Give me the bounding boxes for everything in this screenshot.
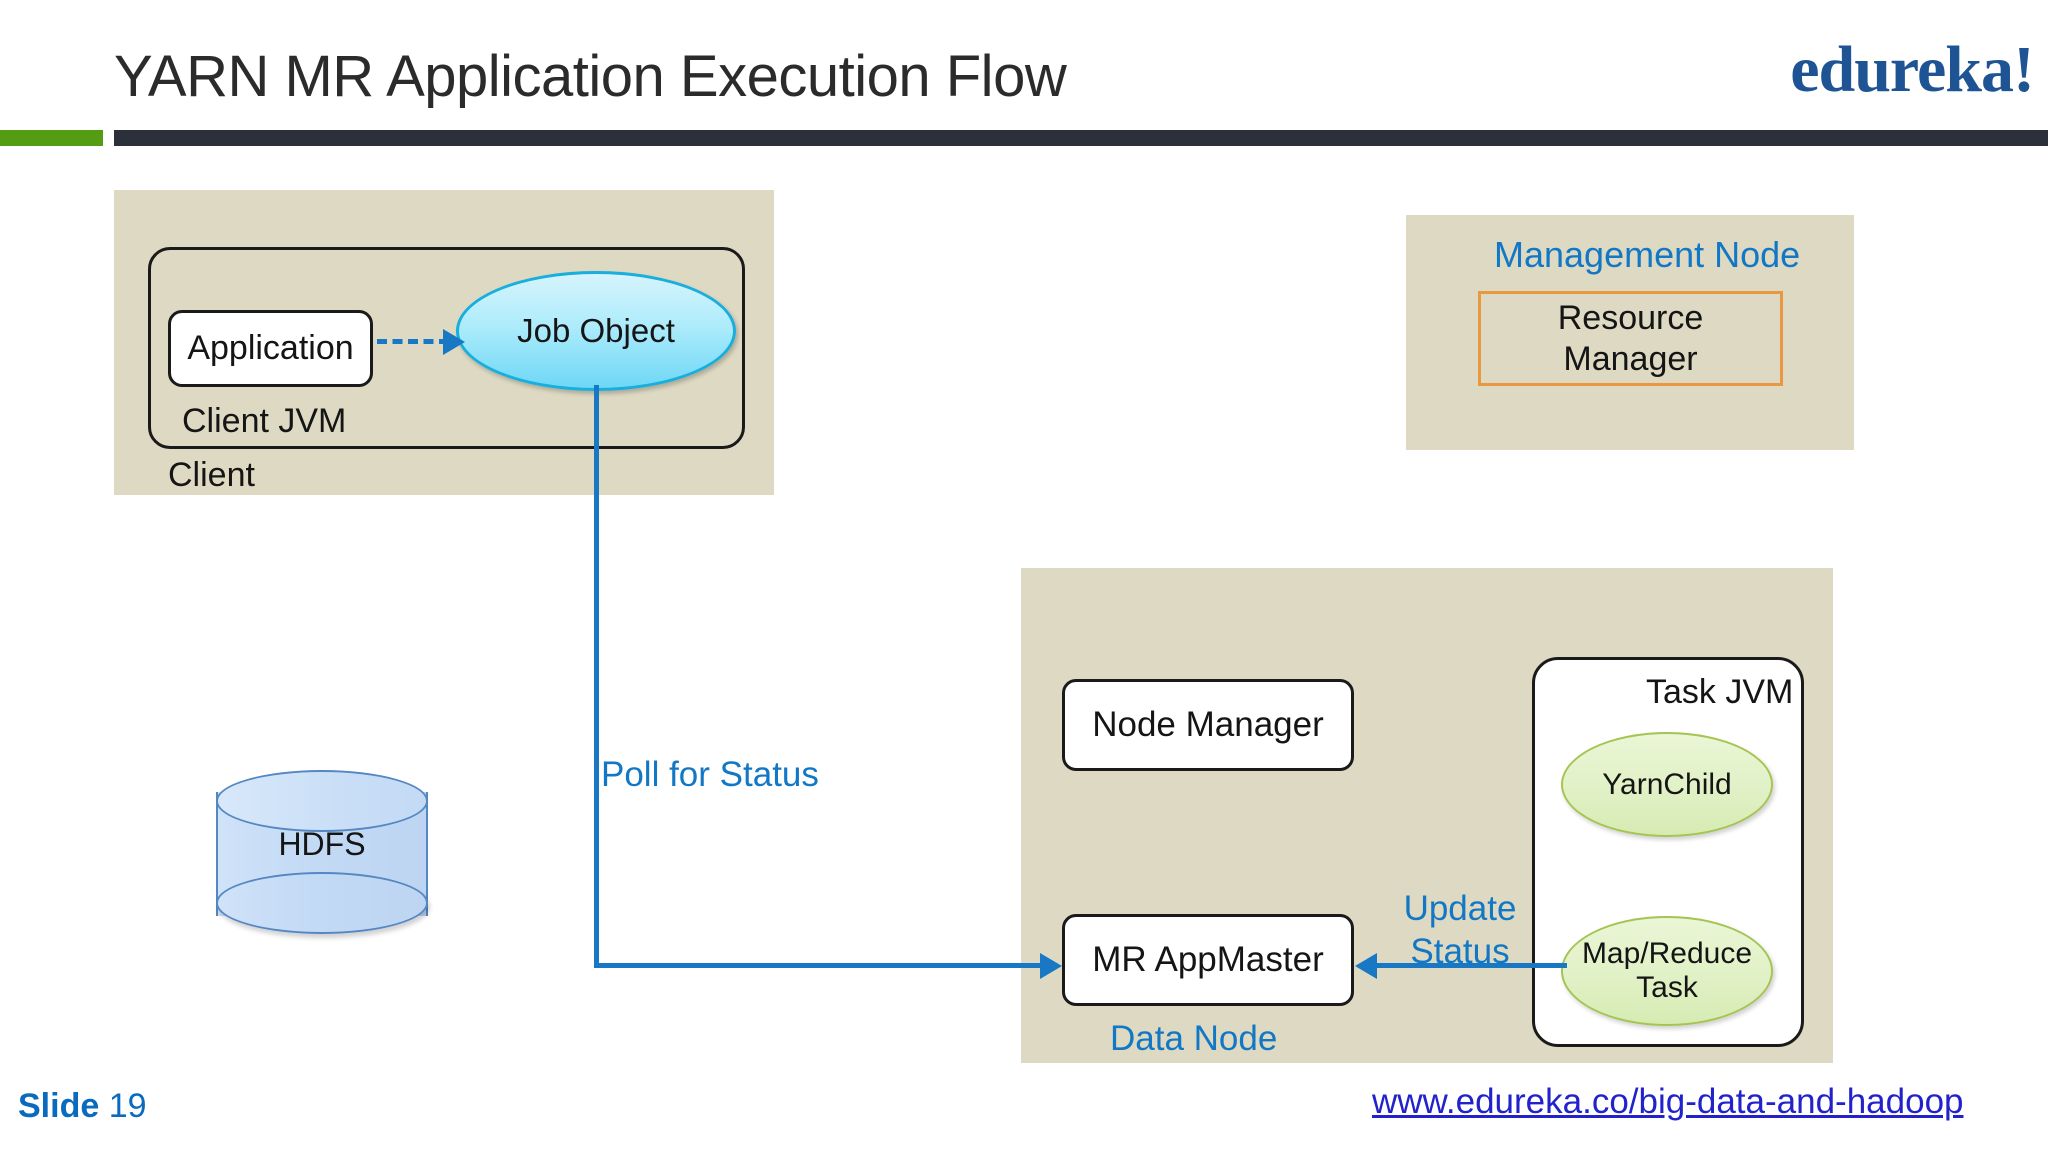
update-status-label-line-1: Update [1403,889,1517,928]
poll-for-status-vertical-line [594,385,599,968]
mr-appmaster-box[interactable]: MR AppMaster [1062,914,1354,1006]
job-object-ellipse[interactable]: Job Object [456,271,736,391]
poll-for-status-label: Poll for Status [601,755,819,794]
application-box[interactable]: Application [168,310,373,387]
poll-for-status-horizontal-line [594,963,1046,968]
update-status-label-line-2: Status [1410,932,1510,971]
slide-number: Slide 19 [18,1087,147,1126]
hdfs-cylinder[interactable]: HDFS [216,770,428,938]
poll-for-status-arrowhead [1040,953,1062,979]
header-accent-green-bar [0,130,103,146]
edureka-logo: edureka! [1790,33,2035,106]
update-status-line [1377,963,1567,968]
task-jvm-label: Task JVM [1646,673,1794,711]
resource-manager-box[interactable]: Resource Manager [1478,291,1783,386]
resource-manager-line-2: Manager [1563,339,1698,378]
page-title: YARN MR Application Execution Flow [114,44,1067,109]
client-jvm-label: Client JVM [182,402,347,440]
update-status-arrowhead [1355,953,1377,979]
application-to-job-arrowhead [443,329,465,355]
application-to-job-dashed-line [377,339,449,344]
slide-number-value: 19 [108,1087,147,1125]
map-reduce-task-ellipse[interactable]: Map/Reduce Task [1561,916,1773,1026]
map-reduce-task-line-1: Map/Reduce [1581,937,1753,970]
node-manager-box[interactable]: Node Manager [1062,679,1354,771]
hdfs-cylinder-bottom-ellipse [216,872,428,934]
data-node-label: Data Node [1110,1019,1278,1058]
header-divider-bar [114,130,2048,146]
hdfs-cylinder-top-ellipse [216,770,428,832]
client-label: Client [168,456,255,494]
yarn-child-ellipse[interactable]: YarnChild [1561,732,1773,837]
client-jvm-outline [148,247,745,449]
map-reduce-task-line-2: Task [1636,971,1698,1004]
resource-manager-line-1: Resource [1557,299,1704,338]
hdfs-label: HDFS [278,826,366,862]
management-node-label: Management Node [1494,234,1801,275]
slide-number-word: Slide [18,1087,100,1125]
footer-url-link[interactable]: www.edureka.co/big-data-and-hadoop [1372,1082,1964,1121]
